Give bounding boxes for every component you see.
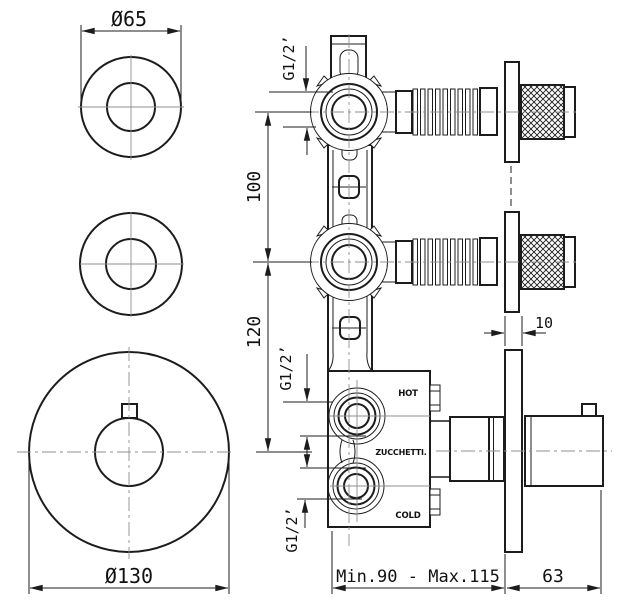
flex-connector-top [376,87,498,136]
body-offset-label: 120 [244,316,265,349]
brand-label: ZUCCHETTI. [375,448,426,457]
port-spacing-label: 100 [244,171,265,204]
dimension-g12-hot: G1/2’ [277,345,366,469]
dimension-100: 100 [244,111,312,263]
top-thread-label: G1/2’ [280,35,298,80]
body-labels: HOT ZUCCHETTI. COLD [375,389,427,521]
dimension-dia-65: Ø65 [80,7,182,100]
hot-thread-label: G1/2’ [277,345,295,390]
dia-130-label: Ø130 [105,564,153,588]
outlet-spindle [430,416,505,482]
dimension-120: 120 [244,262,312,453]
dimension-63: 63 [506,490,602,594]
projection-label: 63 [542,566,564,587]
body-stub-bottom [429,488,441,516]
handle-tab-front [121,403,138,419]
plate-thickness-label: 10 [535,314,553,332]
dimension-g12-top: G1/2’ [269,35,333,155]
dimension-dia-130: Ø130 [28,460,230,594]
hot-label: HOT [398,389,418,399]
cold-label: COLD [395,511,420,521]
dia-65-label: Ø65 [111,7,147,31]
dimension-depth-range: Min.90 - Max.115 [331,531,506,594]
dimension-10: 10 [484,314,553,346]
handle-tab-side [581,403,597,417]
cold-thread-label: G1/2’ [283,507,301,552]
dimension-g12-cold: G1/2’ [283,498,362,553]
body-stub-top [429,384,441,412]
control-handle [524,403,604,487]
flex-connector-bottom [376,237,498,286]
depth-range-label: Min.90 - Max.115 [336,567,500,587]
